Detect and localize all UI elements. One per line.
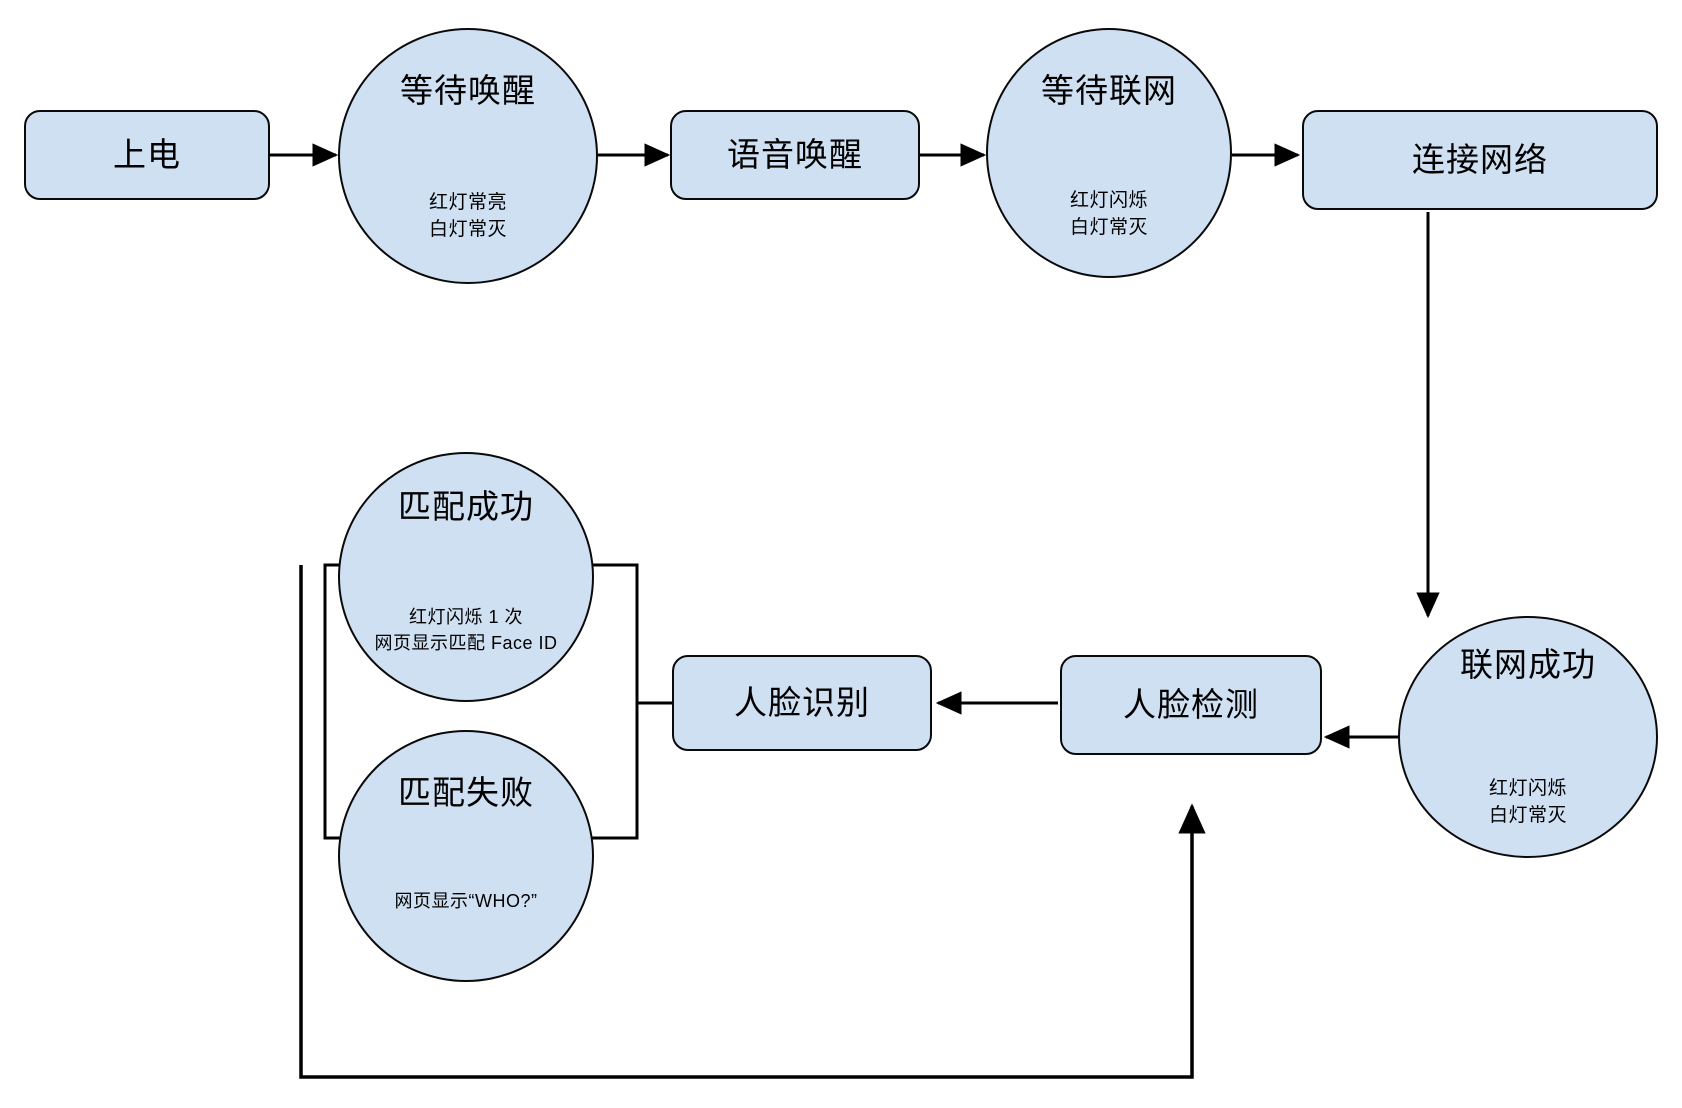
- node-wait-wake-title: 等待唤醒: [400, 72, 536, 109]
- node-match-success-title: 匹配成功: [398, 488, 534, 525]
- node-face-recognize[interactable]: 人脸识别: [672, 655, 932, 751]
- node-network-success-sub: 红灯闪烁 白灯常灭: [1488, 777, 1567, 827]
- node-match-fail-title: 匹配失败: [398, 774, 534, 811]
- node-network-success[interactable]: 联网成功 红灯闪烁 白灯常灭: [1398, 616, 1658, 858]
- node-connect-network-title: 连接网络: [1412, 141, 1548, 179]
- node-match-fail[interactable]: 匹配失败 网页显示“WHO?”: [338, 730, 594, 982]
- node-face-detect[interactable]: 人脸检测: [1060, 655, 1322, 755]
- node-wait-network[interactable]: 等待联网 红灯闪烁 白灯常灭: [986, 28, 1232, 278]
- node-network-success-title: 联网成功: [1460, 646, 1596, 683]
- node-voice-wake[interactable]: 语音唤醒: [670, 110, 920, 200]
- node-voice-wake-title: 语音唤醒: [727, 136, 863, 174]
- node-wait-wake-sub: 红灯常亮 白灯常灭: [428, 191, 507, 241]
- node-face-recognize-title: 人脸识别: [734, 684, 870, 722]
- node-wait-network-title: 等待联网: [1041, 72, 1177, 109]
- node-power-on-title: 上电: [113, 136, 181, 174]
- node-power-on[interactable]: 上电: [24, 110, 270, 200]
- node-match-fail-sub: 网页显示“WHO?”: [394, 890, 538, 911]
- node-match-success[interactable]: 匹配成功 红灯闪烁 1 次 网页显示匹配 Face ID: [338, 452, 594, 702]
- node-face-detect-title: 人脸检测: [1123, 686, 1259, 724]
- node-wait-wake[interactable]: 等待唤醒 红灯常亮 白灯常灭: [338, 28, 598, 284]
- node-match-success-sub: 红灯闪烁 1 次 网页显示匹配 Face ID: [374, 606, 558, 653]
- node-connect-network[interactable]: 连接网络: [1302, 110, 1658, 210]
- node-wait-network-sub: 红灯闪烁 白灯常灭: [1069, 189, 1148, 239]
